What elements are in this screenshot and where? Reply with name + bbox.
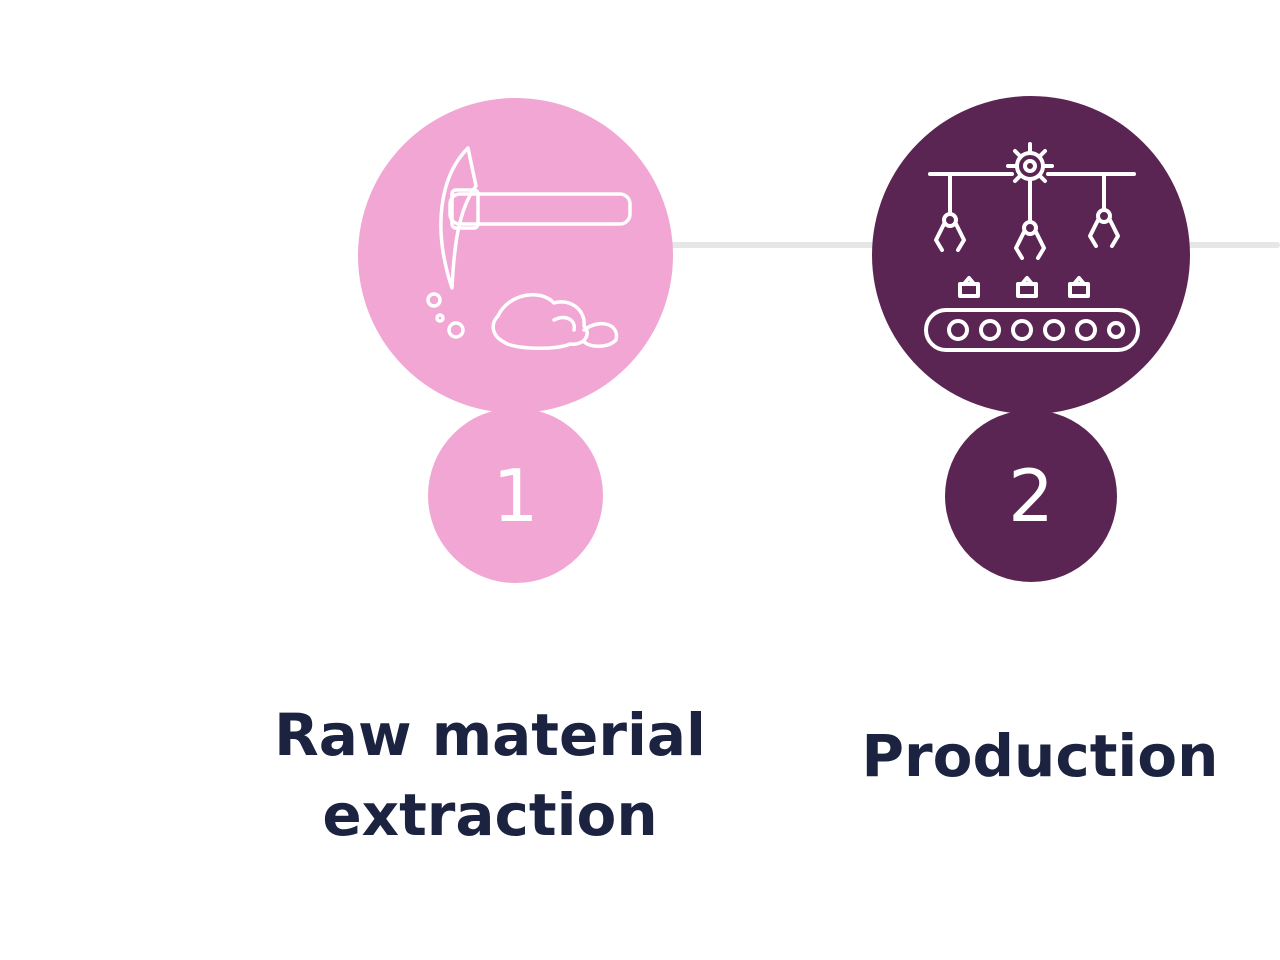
step-1-label-line-2: extraction	[322, 781, 658, 849]
step-2-number-badge: 2	[945, 410, 1117, 582]
step-2-number: 2	[1008, 454, 1054, 538]
connector-line-2-next	[1186, 242, 1280, 248]
step-2-icon-circle	[872, 96, 1190, 414]
pickaxe-rocks-icon	[426, 146, 632, 351]
step-1-number-badge: 1	[428, 408, 603, 583]
step-1-label: Raw material extraction	[240, 695, 740, 855]
step-1-label-line-1: Raw material	[274, 701, 706, 769]
factory-assembly-line-icon	[924, 142, 1140, 352]
step-2-label-line-1: Production	[861, 722, 1219, 790]
step-1-icon-circle	[358, 98, 673, 413]
connector-line-1-2	[668, 242, 880, 248]
step-2-label: Production	[830, 716, 1250, 796]
step-1-number: 1	[492, 453, 539, 538]
